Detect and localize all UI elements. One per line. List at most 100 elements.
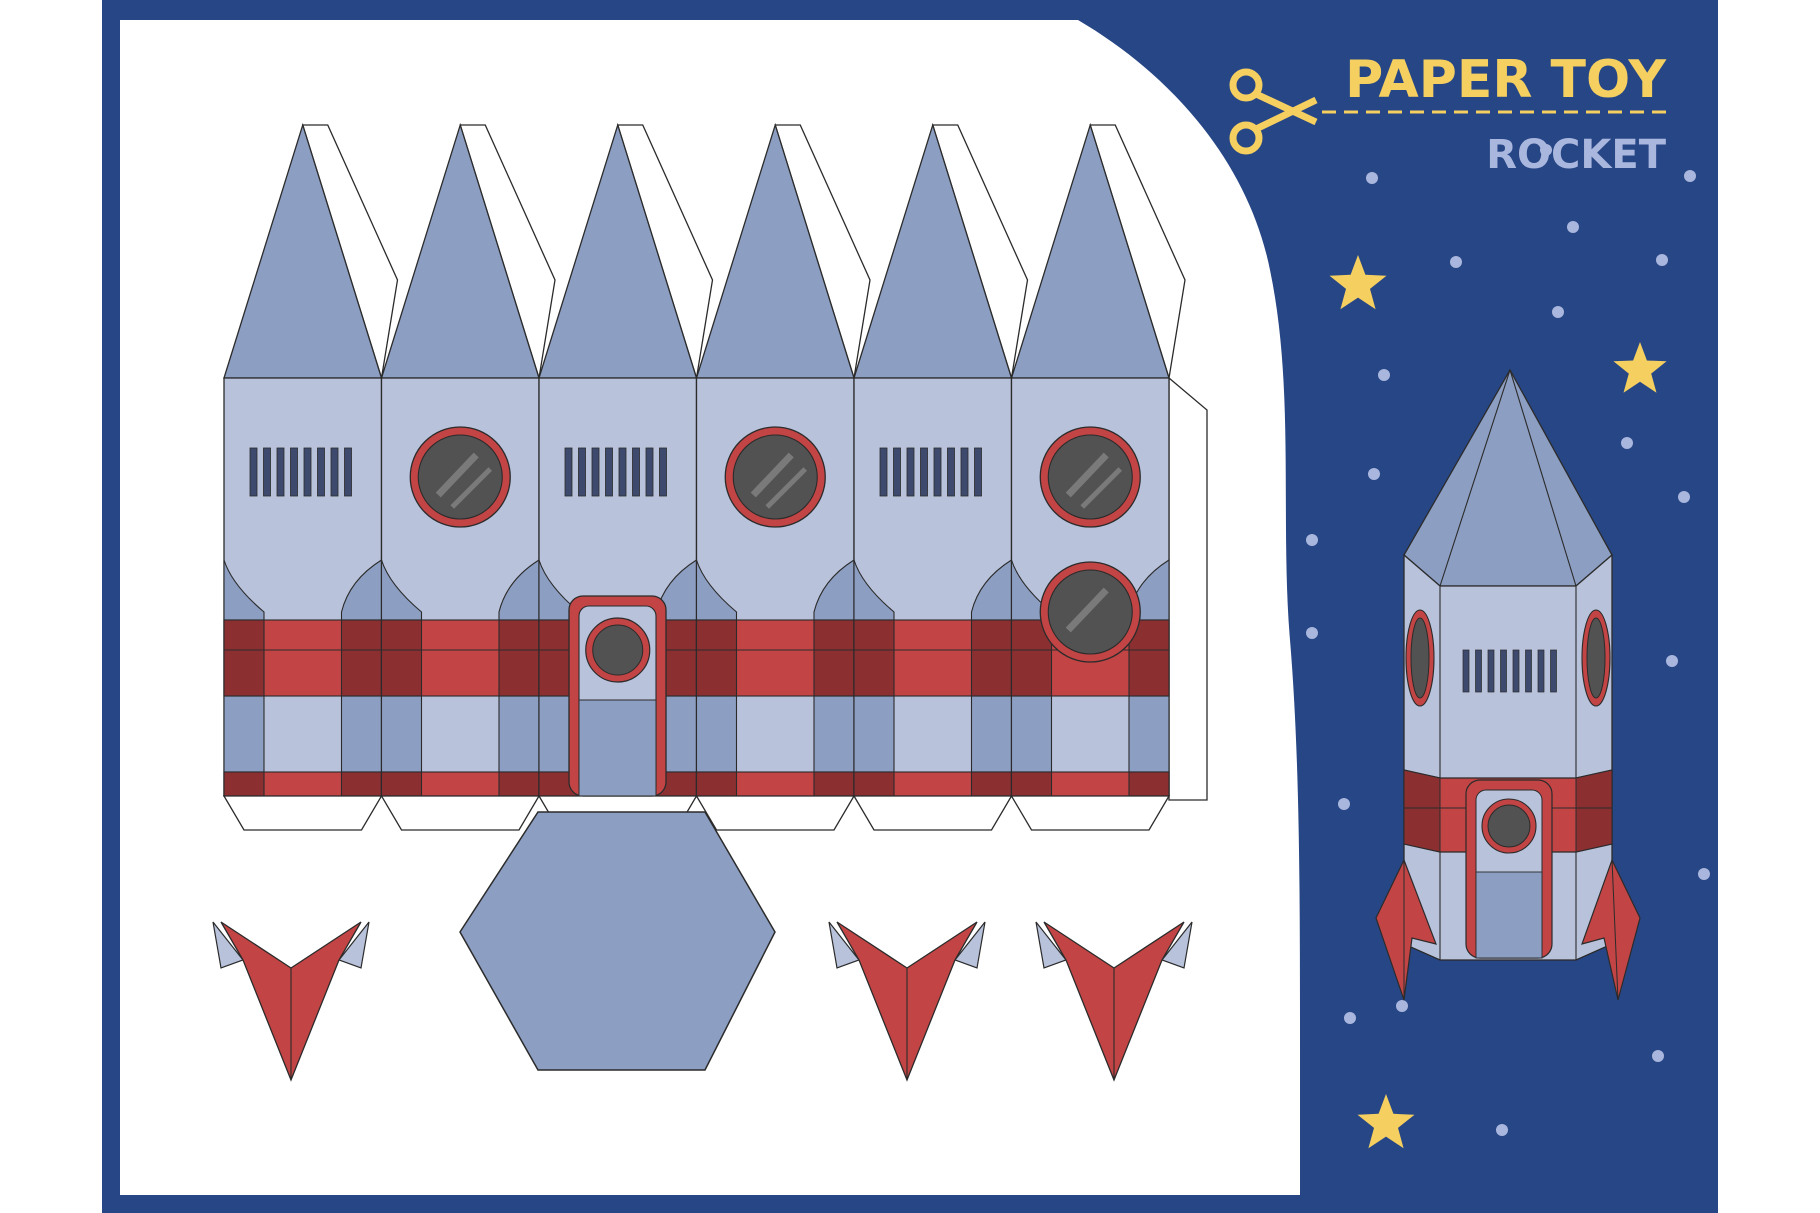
vent-slot <box>632 447 640 497</box>
preview-porthole-right-glass <box>1586 617 1606 699</box>
page-title: PAPER TOY <box>1345 50 1667 110</box>
porthole-glass <box>732 434 818 520</box>
lower-band-shade <box>813 771 855 797</box>
preview-porthole-left-glass <box>1410 617 1430 699</box>
sky-dot <box>1678 491 1690 503</box>
red-band-shade <box>498 619 540 697</box>
sky-dot <box>1306 534 1318 546</box>
fin-tab-right <box>954 921 986 969</box>
preview-vent-slot <box>1475 649 1482 693</box>
preview-band-shade <box>1575 769 1613 853</box>
side-glue-tab <box>1168 376 1208 801</box>
bottom-glue-tab <box>222 795 383 831</box>
preview-vent-slot <box>1487 649 1495 693</box>
preview-band-shade <box>1403 769 1441 853</box>
lower-band-shade <box>223 771 265 797</box>
sky-dot <box>1666 655 1678 667</box>
sky-dot <box>1540 144 1552 156</box>
lower-band-shade <box>1128 771 1170 797</box>
preview-vent-slot <box>1462 649 1470 693</box>
red-band-shade <box>695 619 738 697</box>
vent-slot <box>659 447 667 497</box>
vent-slot <box>290 447 298 497</box>
vent-slot <box>960 447 969 497</box>
vent-slot <box>564 447 573 497</box>
red-band-shade <box>970 619 1013 697</box>
vent-slot <box>974 447 982 497</box>
fin-piece <box>828 921 986 1082</box>
glass-glare <box>435 452 479 498</box>
page-subtitle: ROCKET <box>1486 132 1666 178</box>
sky-dot <box>1396 1000 1408 1012</box>
vent-slot <box>263 447 271 497</box>
glass-glare <box>1080 467 1123 509</box>
lower-band-shade <box>695 771 738 797</box>
assembled-rocket-preview <box>1375 368 1641 1001</box>
sky-dot <box>1552 306 1564 318</box>
vent-slot <box>879 447 888 497</box>
sky-dot <box>1306 627 1318 639</box>
vent-slot <box>906 447 915 497</box>
rocket-template <box>222 122 1208 831</box>
sky-dot <box>1378 369 1390 381</box>
vent-slot <box>605 447 613 497</box>
red-band-shade <box>340 619 383 697</box>
sky-dot <box>1368 468 1380 480</box>
vent-slot <box>618 447 627 497</box>
vent-slot <box>591 447 600 497</box>
fin-tab-left <box>1035 921 1067 969</box>
preview-vent-slot <box>1537 649 1545 693</box>
preview-fin-right <box>1581 858 1641 1001</box>
star-icon <box>1613 342 1667 393</box>
lower-band-shade <box>853 771 895 797</box>
lower-band-shade <box>340 771 383 797</box>
sky-dot <box>1621 437 1633 449</box>
red-band-shade <box>813 619 855 697</box>
sky-dot <box>1366 172 1378 184</box>
sky-dot <box>1344 1012 1356 1024</box>
fin-tab-right <box>338 921 370 969</box>
lower-band-shade <box>1010 771 1053 797</box>
bottom-glue-tab <box>852 795 1013 831</box>
vent-slot <box>893 447 901 497</box>
preview-door-lower <box>1475 871 1543 959</box>
door-lower <box>578 699 657 797</box>
preview-vent-slot <box>1550 649 1557 693</box>
preview-fin-fold <box>1611 859 1619 1001</box>
preview-cone-edge <box>1509 369 1577 587</box>
vent-slot <box>317 447 325 497</box>
star-icon <box>1357 1094 1415 1149</box>
lower-band-shade <box>498 771 540 797</box>
preview-cone-edge <box>1439 369 1511 587</box>
vent-slot <box>330 447 339 497</box>
vent-slot <box>578 447 586 497</box>
lower-band-shade <box>380 771 423 797</box>
red-band-shade <box>853 619 895 697</box>
header: PAPER TOY ROCKET <box>1229 50 1668 178</box>
stars <box>1329 255 1667 1149</box>
star-dots <box>1306 144 1710 1136</box>
preview-vent-slot <box>1512 649 1520 693</box>
vent-slot <box>303 447 312 497</box>
fin-piece <box>212 921 370 1082</box>
bottom-glue-tab <box>380 795 541 831</box>
bottom-glue-tab <box>695 795 856 831</box>
glass-glare <box>1065 587 1109 633</box>
sky-dot <box>1496 1124 1508 1136</box>
sky-dot <box>1684 170 1696 182</box>
red-band-shade <box>223 619 265 697</box>
lower-band-shade <box>970 771 1013 797</box>
sky-dot <box>1450 256 1462 268</box>
fin-tab-left <box>212 921 244 969</box>
fin-tab-left <box>828 921 860 969</box>
vent-slot <box>276 447 285 497</box>
sky-dot <box>1698 868 1710 880</box>
porthole-glass <box>417 434 503 520</box>
vent-slot <box>920 447 928 497</box>
fin-tab-right <box>1161 921 1193 969</box>
vent-slot <box>947 447 955 497</box>
preview-fin-left <box>1375 858 1437 1001</box>
vent-slot <box>249 447 258 497</box>
star-icon <box>1329 255 1387 310</box>
